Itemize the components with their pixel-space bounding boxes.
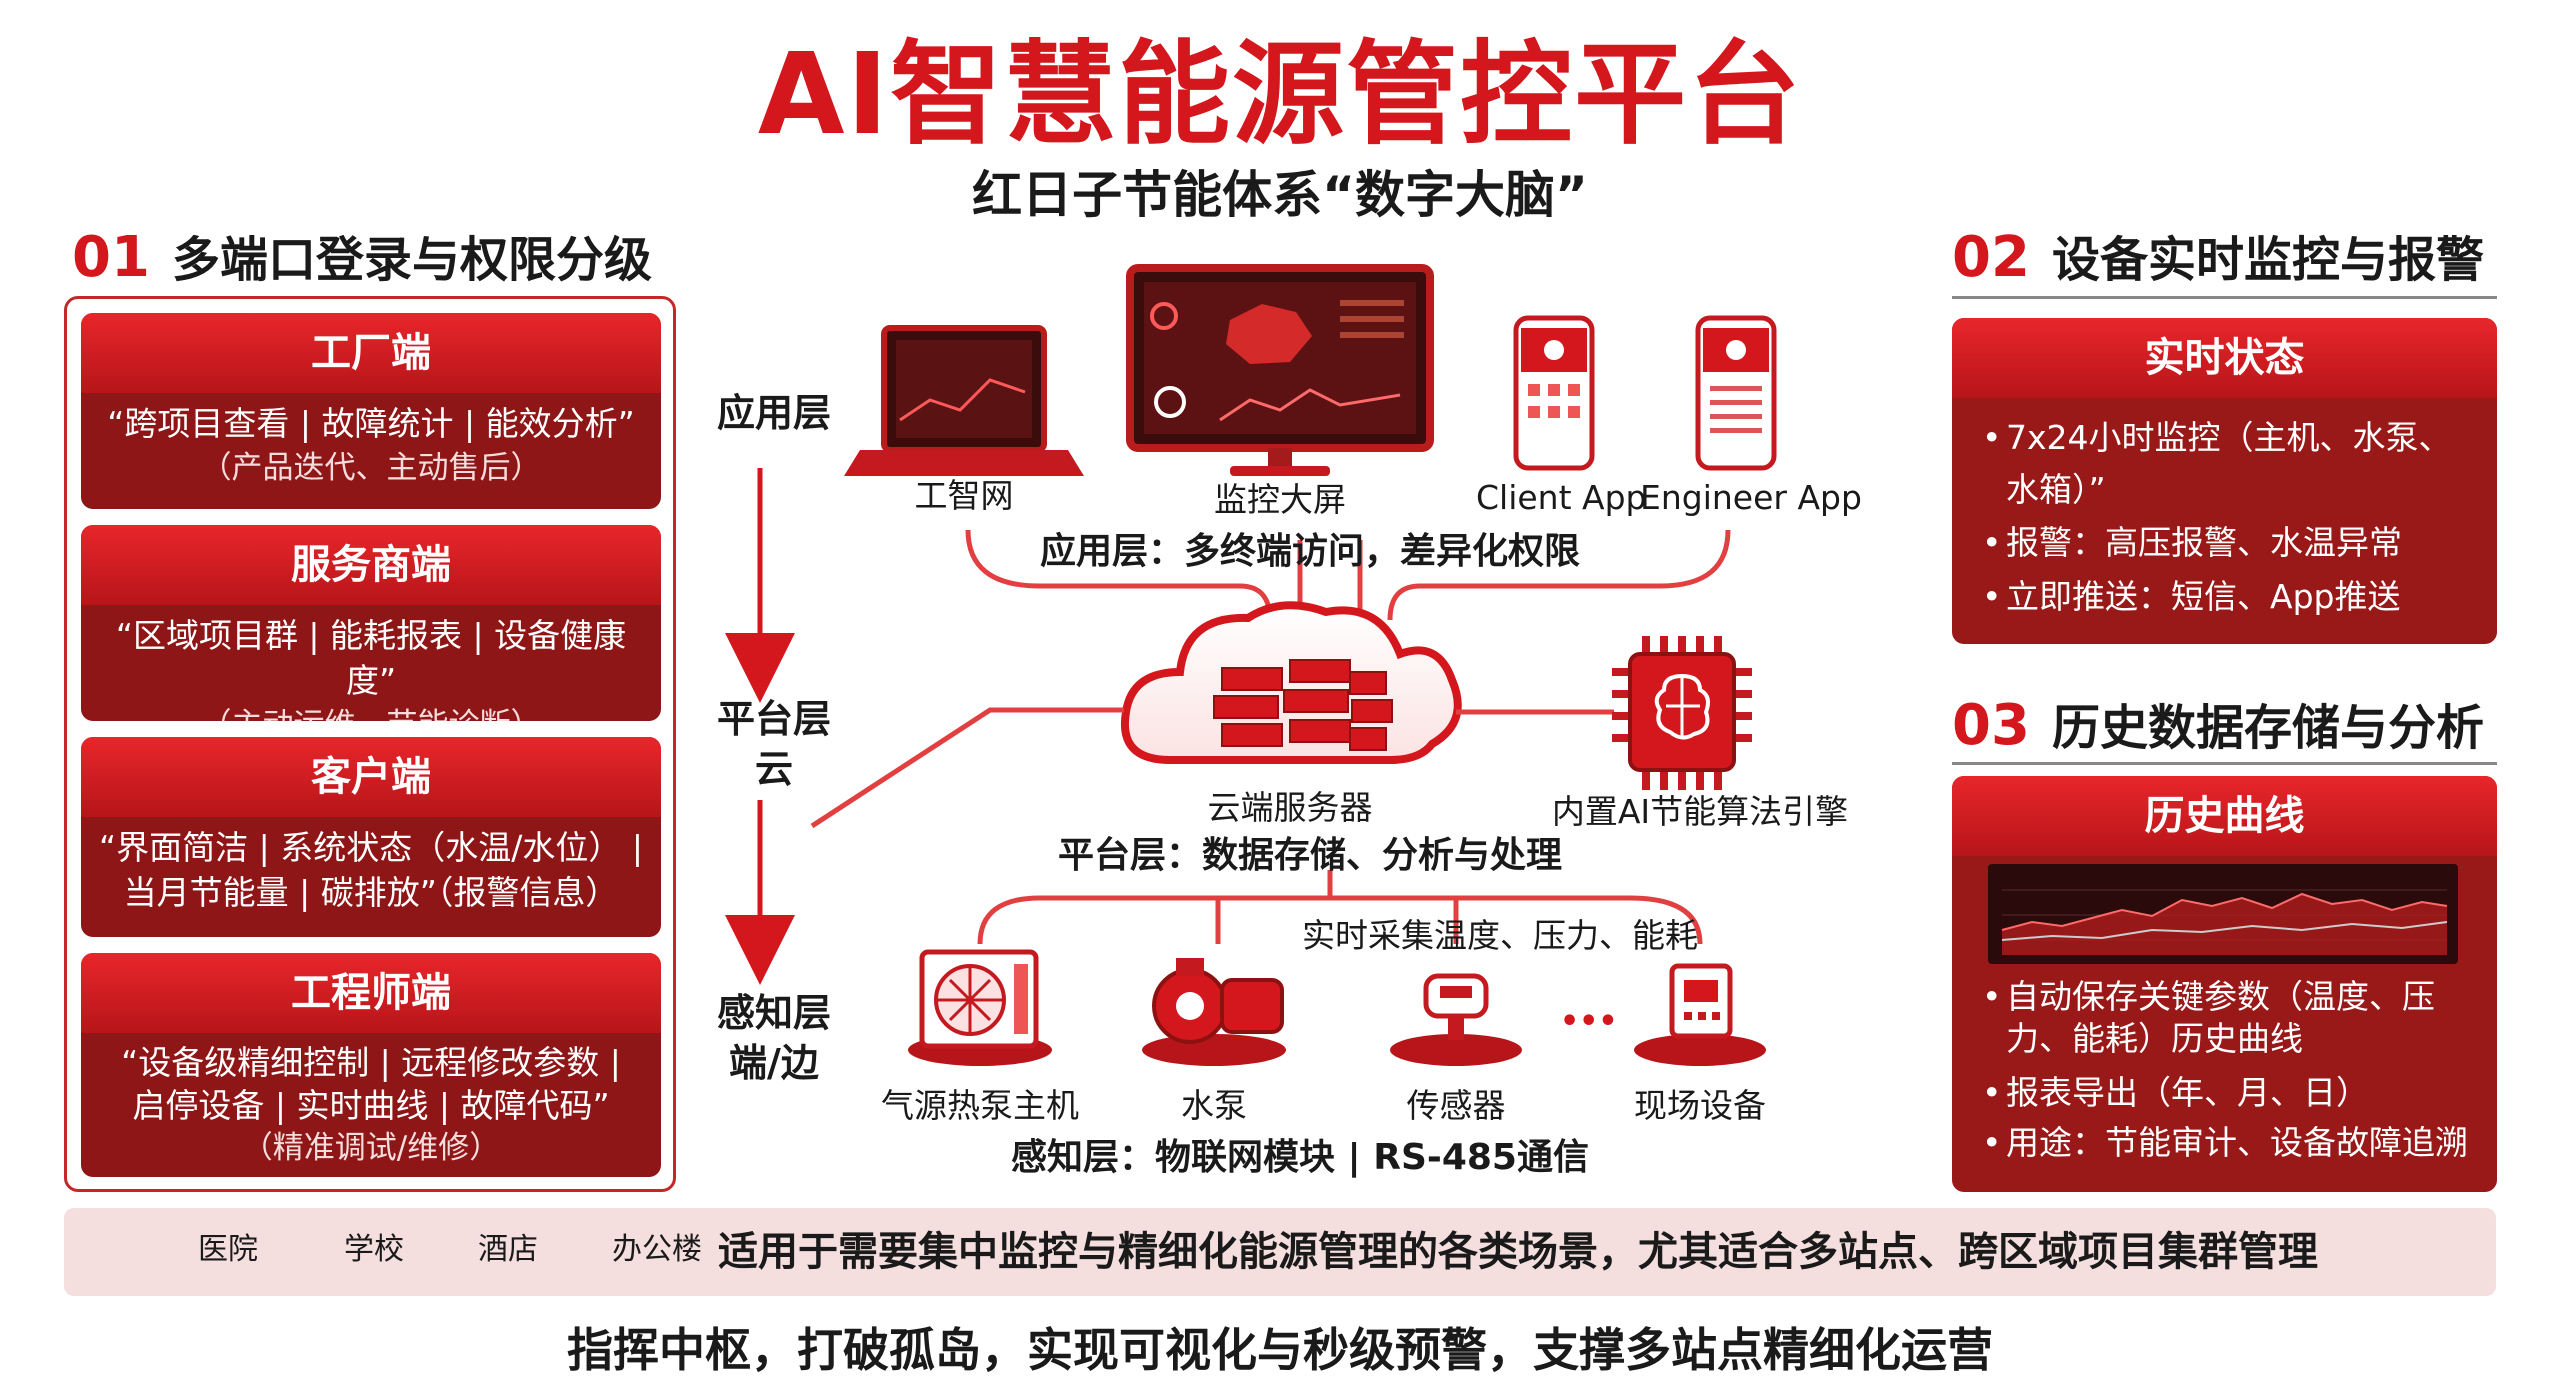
client-phone-icon — [1513, 315, 1595, 471]
layer-label-platform: 平台层 云 — [712, 694, 836, 794]
role-desc: “界面简洁 | 系统状态（水温/水位） | — [99, 828, 643, 867]
device-label-monitor: 监控大屏 — [1214, 480, 1346, 519]
box-title: 实时状态 — [1952, 318, 2497, 398]
layer-label-line: 端/边 — [729, 1041, 819, 1085]
device-label-field-device: 现场设备 — [1634, 1086, 1766, 1125]
role-card-service: 服务商端 “区域项目群 | 能耗报表 | 设备健康度” （主动运维、节能诊断） — [81, 525, 661, 721]
monitor-icon — [1126, 264, 1434, 476]
platform-connectors — [810, 707, 1614, 829]
layer-label-sense: 感知层 端/边 — [712, 988, 836, 1088]
role-desc: “设备级精细控制 | 远程修改参数 | — [121, 1043, 621, 1082]
section1-title: 多端口登录与权限分级 — [171, 232, 652, 288]
section3-title: 历史数据存储与分析 — [2051, 700, 2484, 756]
role-panel: 工厂端 “跨项目查看 | 故障统计 | 能效分析” （产品迭代、主动售后） 服务… — [64, 296, 676, 1192]
box-title: 历史曲线 — [1952, 776, 2497, 856]
role-card-engineer: 工程师端 “设备级精细控制 | 远程修改参数 | 启停设备 | 实时曲线 | 故… — [81, 953, 661, 1177]
laptop-icon — [844, 325, 1084, 476]
role-note: （产品迭代、主动售后） — [200, 450, 542, 486]
list-item: 立即推送：短信、App推送 — [1982, 570, 2473, 624]
footer-slogan: 指挥中枢，打破孤岛，实现可视化与秒级预警，支撑多站点精细化运营 — [567, 1323, 1993, 1377]
section3-divider — [1952, 762, 2497, 765]
list-item: 报表导出（年、月、日） — [1982, 1068, 2473, 1118]
section2-title: 设备实时监控与报警 — [2051, 232, 2484, 288]
section2-number: 02 — [1952, 225, 2030, 290]
role-note: （精准调试/维修） — [241, 1130, 501, 1166]
cloud-server-label: 云端服务器 — [1207, 788, 1373, 827]
scenario-label-school: 学校 — [344, 1232, 404, 1267]
scenario-label-office: 办公楼 — [612, 1232, 702, 1267]
page-subtitle: 红日子节能体系“数字大脑” — [972, 166, 1588, 224]
platform-layer-description: 平台层：数据存储、分析与处理 — [1057, 835, 1562, 876]
history-chart-thumbnail — [1988, 864, 2458, 964]
sensor-icon — [1390, 973, 1522, 1066]
scenario-description: 适用于需要集中监控与精细化能源管理的各类场景，尤其适合多站点、跨区域项目集群管理 — [718, 1229, 2318, 1275]
app-layer-description: 应用层：多终端访问，差异化权限 — [1039, 531, 1580, 572]
device-label-engineer-app: Engineer App — [1640, 478, 1862, 517]
data-collection-label: 实时采集温度、压力、能耗 — [1302, 916, 1698, 955]
role-note: （主动运维、节能诊断） — [91, 703, 651, 721]
role-card-factory: 工厂端 “跨项目查看 | 故障统计 | 能效分析” （产品迭代、主动售后） — [81, 313, 661, 509]
role-desc: “区域项目群 | 能耗报表 | 设备健康度” — [115, 616, 627, 700]
device-label-gongzhiwang: 工智网 — [914, 476, 1014, 515]
role-title: 客户端 — [81, 737, 661, 817]
layer-label-app: 应用层 — [716, 391, 831, 435]
ai-chip-icon — [1612, 636, 1752, 790]
section3-number: 03 — [1952, 693, 2030, 758]
section3-heading: 03 历史数据存储与分析 — [1952, 694, 2484, 760]
section1-heading: 01 多端口登录与权限分级 — [72, 226, 652, 292]
page-title: AI智慧能源管控平台 — [757, 30, 1803, 160]
scenario-banner — [64, 1208, 2496, 1296]
role-desc: 当月节能量 | 碳排放”（报警信息） — [123, 873, 619, 912]
history-curve-box: 历史曲线 自动保存关键参数（温度、压力、能耗）历史曲线 报表导出（年、月、日） … — [1952, 776, 2497, 1192]
role-desc: “跨项目查看 | 故障统计 | 能效分析” — [107, 404, 635, 443]
list-item: 自动保存关键参数（温度、压力、能耗）历史曲线 — [1982, 976, 2473, 1060]
list-item: 用途：节能审计、设备故障追溯 — [1982, 1118, 2473, 1168]
app-cloud-connectors — [965, 529, 1731, 621]
device-label-heat-pump: 气源热泵主机 — [881, 1086, 1079, 1125]
role-title: 工程师端 — [81, 953, 661, 1033]
section1-number: 01 — [72, 225, 150, 290]
realtime-status-box: 实时状态 7x24小时监控（主机、水泵、水箱）” 报警：高压报警、水温异常 立即… — [1952, 318, 2497, 644]
heat-pump-icon — [908, 949, 1052, 1066]
cloud-server-icon — [1121, 601, 1462, 764]
scenario-label-hospital: 医院 — [198, 1232, 258, 1267]
water-pump-icon — [1142, 958, 1286, 1066]
list-item: 报警：高压报警、水温异常 — [1982, 516, 2473, 570]
list-item: 7x24小时监控（主机、水泵、水箱）” — [1982, 412, 2473, 516]
more-devices-ellipsis: ••• — [1560, 1004, 1618, 1039]
sense-connectors — [977, 870, 1703, 945]
ai-engine-label: 内置AI节能算法引擎 — [1551, 792, 1849, 831]
section2-heading: 02 设备实时监控与报警 — [1952, 226, 2484, 292]
role-title: 工厂端 — [81, 313, 661, 393]
layer-label-line: 平台层 — [716, 697, 831, 741]
section2-divider — [1952, 296, 2497, 299]
role-title: 服务商端 — [81, 525, 661, 605]
field-device-icon — [1634, 963, 1766, 1066]
layer-label-line: 感知层 — [716, 991, 831, 1035]
engineer-phone-icon — [1695, 315, 1777, 471]
role-card-customer: 客户端 “界面简洁 | 系统状态（水温/水位） | 当月节能量 | 碳排放”（报… — [81, 737, 661, 937]
role-desc: 启停设备 | 实时曲线 | 故障代码” — [132, 1086, 610, 1125]
layer-label-line: 云 — [754, 747, 793, 791]
device-label-sensor: 传感器 — [1406, 1086, 1506, 1125]
device-label-client-app: Client App — [1476, 478, 1647, 517]
sense-layer-description: 感知层：物联网模块 | RS-485通信 — [1011, 1137, 1589, 1178]
scenario-label-hotel: 酒店 — [478, 1232, 538, 1267]
device-label-water-pump: 水泵 — [1181, 1086, 1247, 1125]
